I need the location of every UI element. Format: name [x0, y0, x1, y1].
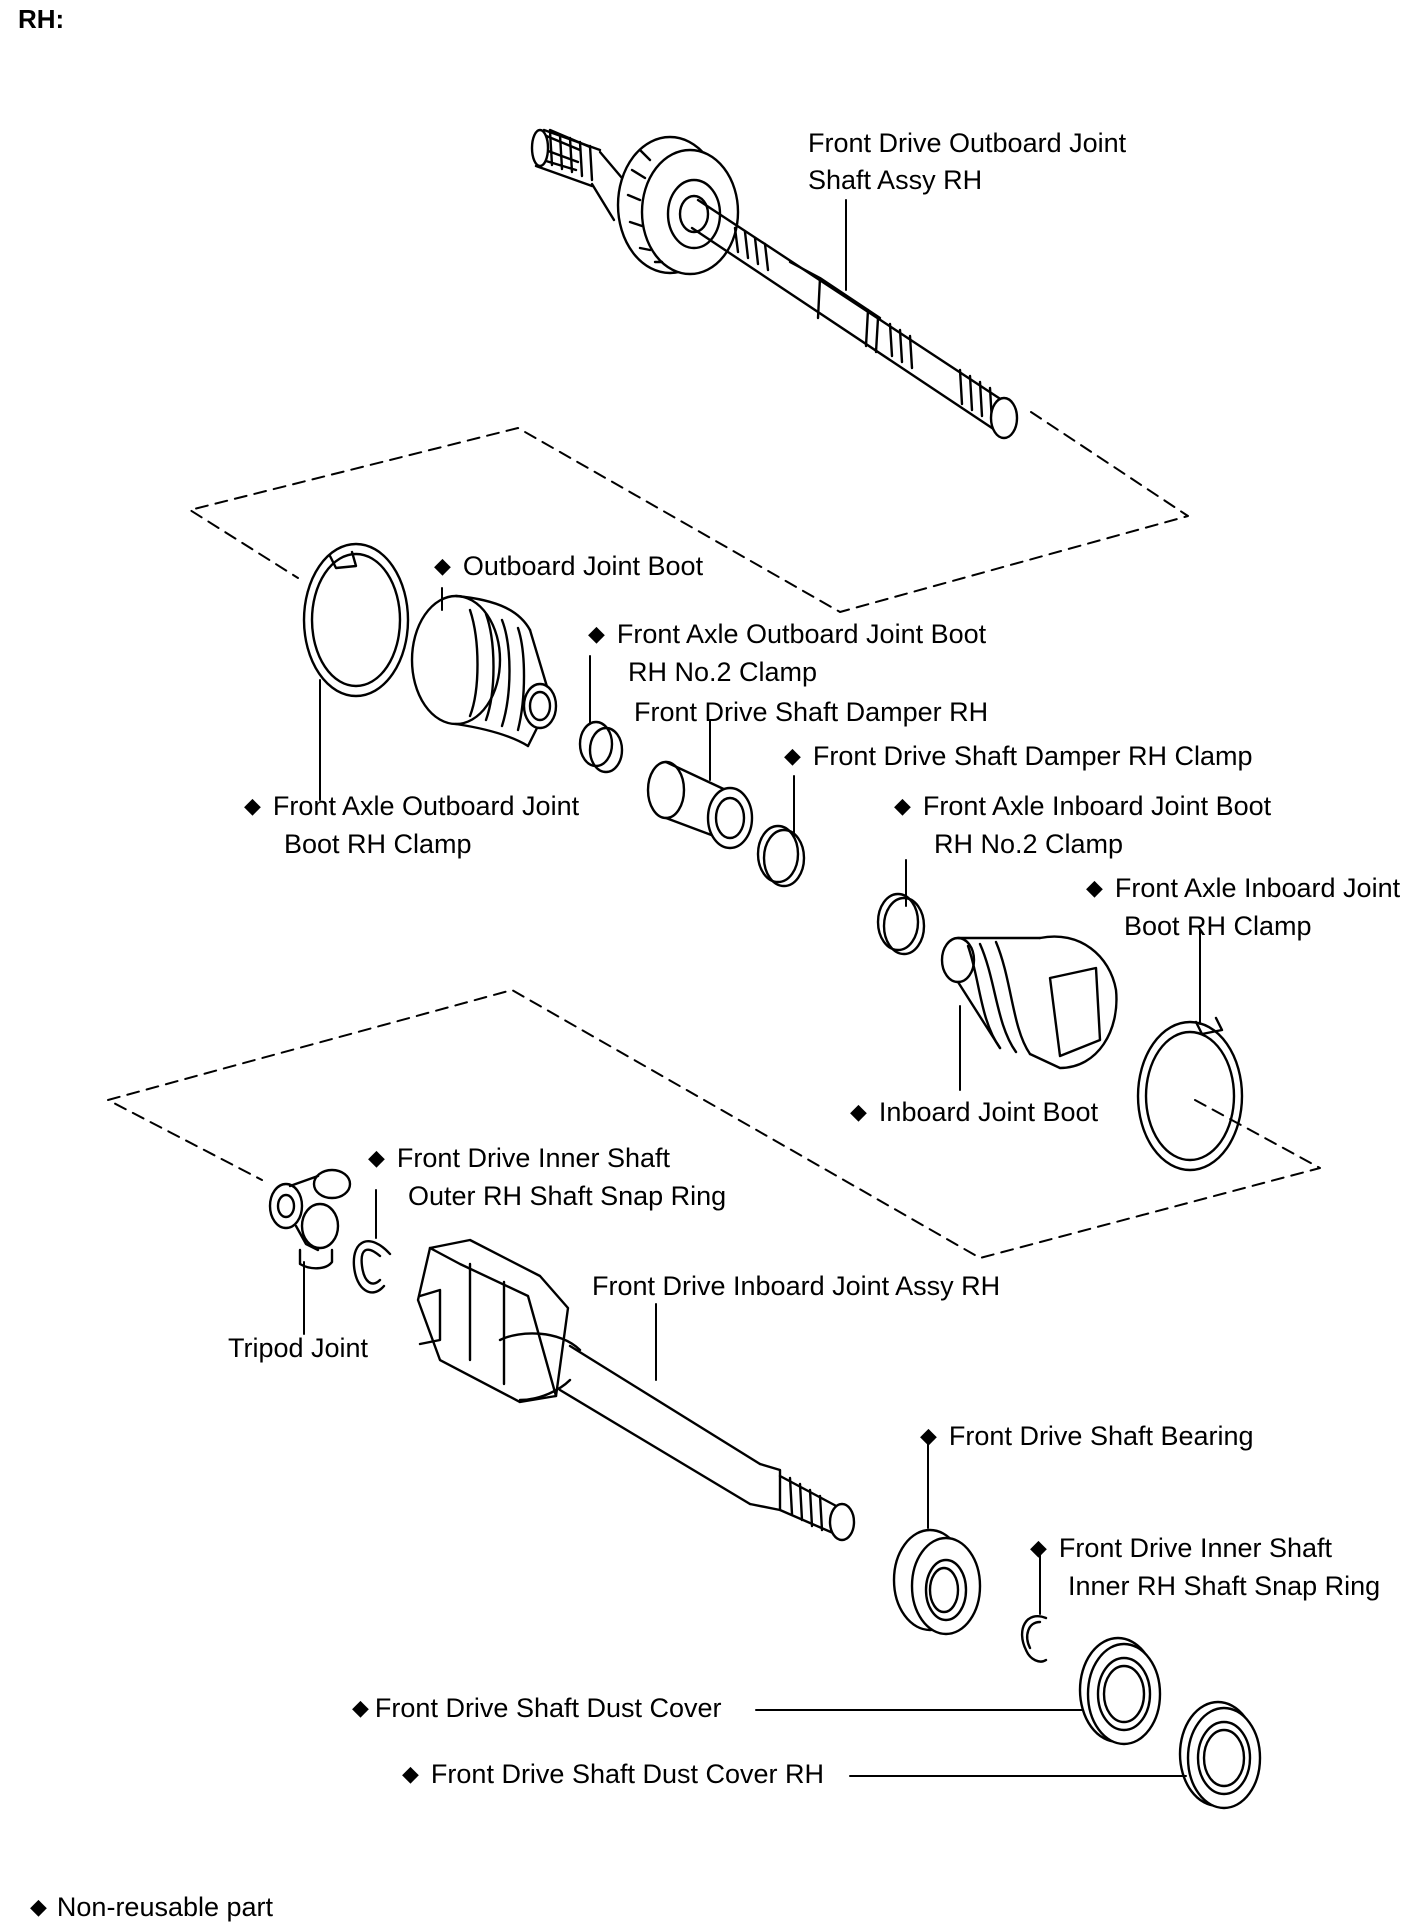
- outboard-joint-boot: [410, 594, 558, 748]
- dust-cover: [1078, 1636, 1162, 1746]
- leader-lines: [303, 199, 1201, 1777]
- label-outboard-assy: Front Drive Outboard Joint Shaft Assy RH: [808, 128, 1127, 195]
- shaft-damper: [646, 760, 754, 850]
- inboard-joint-boot: [940, 935, 1118, 1070]
- page-heading: RH:: [18, 4, 65, 34]
- inboard-boot-clamp: [1136, 1016, 1244, 1172]
- non-reusable-marker-icon: ◆: [1086, 875, 1103, 900]
- non-reusable-marker-icon: ◆: [352, 1695, 369, 1720]
- label-inboard-no2-clamp: ◆Front Axle Inboard Joint Boot RH No.2 C…: [894, 791, 1272, 859]
- dashed-plane-upper: [189, 411, 1189, 613]
- outer-snap-ring: [352, 1240, 392, 1294]
- label-dust-cover: ◆Front Drive Shaft Dust Cover: [352, 1693, 722, 1723]
- label-bearing: ◆Front Drive Shaft Bearing: [920, 1421, 1254, 1451]
- legend-text: Non-reusable part: [56, 1892, 274, 1922]
- non-reusable-marker-icon: ◆: [402, 1761, 419, 1786]
- label-tripod: Tripod Joint: [228, 1333, 369, 1363]
- label-damper: Front Drive Shaft Damper RH: [634, 697, 989, 727]
- legend: ◆ Non-reusable part: [30, 1890, 273, 1926]
- label-inboard-assy: Front Drive Inboard Joint Assy RH: [592, 1271, 1001, 1301]
- non-reusable-marker-icon: ◆: [894, 793, 911, 818]
- non-reusable-marker-icon: ◆: [244, 793, 261, 818]
- shaft-bearing: [892, 1528, 982, 1636]
- label-dust-cover-rh: ◆Front Drive Shaft Dust Cover RH: [402, 1759, 825, 1789]
- non-reusable-marker-icon: ◆: [30, 1894, 47, 1919]
- non-reusable-marker-icon: ◆: [920, 1423, 937, 1448]
- inboard-joint-assy: [416, 1238, 856, 1542]
- label-inboard-boot: ◆Inboard Joint Boot: [850, 1097, 1099, 1127]
- non-reusable-marker-icon: ◆: [850, 1099, 867, 1124]
- non-reusable-marker-icon: ◆: [784, 743, 801, 768]
- label-outboard-clamp: ◆Front Axle Outboard Joint Boot RH Clamp: [244, 791, 580, 859]
- non-reusable-marker-icon: ◆: [588, 621, 605, 646]
- outboard-boot-clamp: [302, 542, 410, 698]
- dashed-plane-lower: [107, 989, 1321, 1259]
- dust-cover-rh: [1178, 1700, 1262, 1810]
- label-outer-snap-ring: ◆Front Drive Inner Shaft Outer RH Shaft …: [368, 1143, 727, 1211]
- non-reusable-marker-icon: ◆: [1030, 1535, 1047, 1560]
- inboard-no2-clamp: [876, 892, 926, 956]
- label-inner-snap-ring: ◆Front Drive Inner Shaft Inner RH Shaft …: [1030, 1533, 1381, 1601]
- damper-clamp: [756, 824, 806, 888]
- tripod-joint: [268, 1168, 352, 1270]
- outboard-no2-clamp: [578, 720, 624, 774]
- outboard-joint-shaft-assy: [530, 128, 1019, 440]
- label-inboard-clamp: ◆Front Axle Inboard Joint Boot RH Clamp: [1086, 873, 1401, 941]
- non-reusable-marker-icon: ◆: [368, 1145, 385, 1170]
- label-outboard-boot: ◆Outboard Joint Boot: [434, 551, 704, 581]
- inner-snap-ring: [1020, 1615, 1048, 1663]
- label-damper-clamp: ◆Front Drive Shaft Damper RH Clamp: [784, 741, 1253, 771]
- non-reusable-marker-icon: ◆: [434, 553, 451, 578]
- label-outboard-no2-clamp: ◆Front Axle Outboard Joint Boot RH No.2 …: [588, 619, 987, 687]
